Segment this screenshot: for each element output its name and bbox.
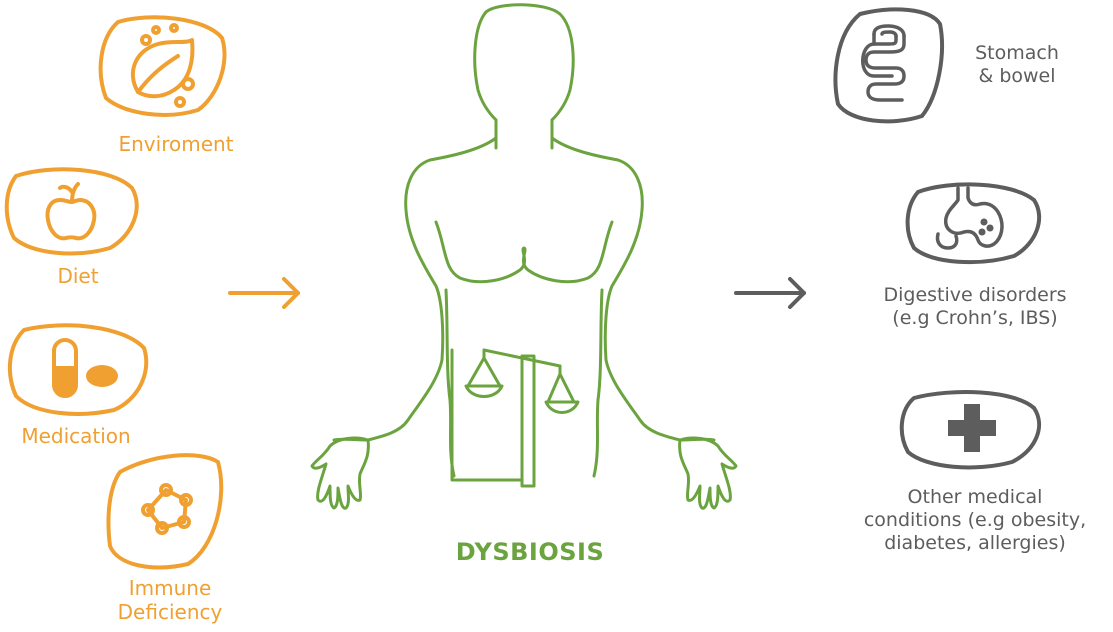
intestine-icon [833, 7, 944, 124]
arrow-right-icon [734, 277, 806, 309]
apple-icon [4, 167, 139, 256]
effect-label: Other medical conditions (e.g obesity, d… [863, 486, 1087, 555]
effect-label: Stomach & bowel [975, 42, 1059, 88]
diagram-title: DYSBIOSIS [455, 538, 605, 566]
leaf-icon [98, 15, 227, 117]
cause-label: Enviroment [118, 132, 234, 156]
arrow-right-icon [228, 277, 300, 309]
medical-cross-icon [899, 390, 1041, 470]
pill-icon [7, 323, 149, 416]
cause-label: Diet [57, 264, 99, 288]
effect-label: Digestive disorders (e.g Crohn’s, IBS) [883, 284, 1067, 330]
stomach-icon [905, 182, 1042, 265]
immune-ring-icon [106, 453, 224, 570]
cause-label: Immune Deficiency [117, 576, 223, 625]
human-body-outline-icon [310, 3, 738, 510]
cause-label: Medication [21, 424, 131, 448]
